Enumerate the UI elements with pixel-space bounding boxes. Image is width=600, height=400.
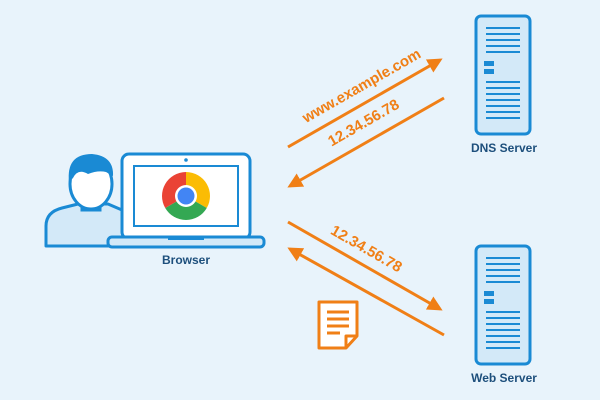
chrome-logo-icon [162, 172, 210, 220]
web-server-icon [474, 244, 532, 366]
web-server-label: Web Server [471, 371, 537, 385]
dns-server-icon [474, 14, 532, 136]
dns-response-arrow [287, 96, 445, 188]
browser-label: Browser [162, 253, 210, 267]
document-icon [317, 300, 359, 350]
dns-server-label: DNS Server [471, 141, 537, 155]
dns-query-arrow [287, 58, 443, 149]
http-request-arrow [287, 220, 443, 311]
user-icon [44, 154, 132, 248]
http-response-arrow [287, 247, 445, 337]
